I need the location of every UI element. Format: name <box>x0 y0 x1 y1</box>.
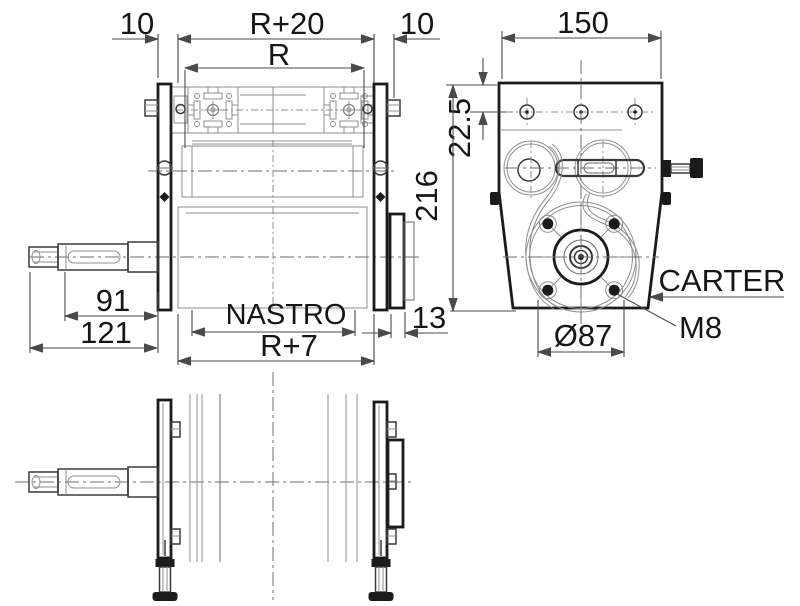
m8-bolts <box>538 214 624 300</box>
dim-m8: M8 <box>679 310 722 345</box>
mounting-holes <box>500 98 656 131</box>
dim-r-plus-7: R+7 <box>260 328 318 363</box>
dim-r: R <box>268 37 290 72</box>
dimensions-top: 10 R+20 R 10 <box>112 6 440 148</box>
dimension-13: 13 <box>362 300 448 338</box>
dimension-d87: Ø87 <box>536 300 626 357</box>
dim-diameter-87: Ø87 <box>554 318 613 353</box>
drive-roller <box>148 140 398 203</box>
belt-lines <box>192 140 352 145</box>
clamp-bolt <box>662 158 703 178</box>
plan-view <box>15 372 412 602</box>
belt-edge-lines <box>189 394 358 562</box>
label-carter: CARTER <box>648 263 786 302</box>
dimension-216: 216 <box>409 83 516 313</box>
dim-10-right: 10 <box>400 6 434 41</box>
housing-right-tab <box>662 192 671 205</box>
dim-r-plus-20: R+20 <box>250 6 325 41</box>
dim-13: 13 <box>412 300 446 335</box>
gearbox-plate-front <box>388 212 415 310</box>
dim-216: 216 <box>409 170 444 222</box>
front-view: 10 R+20 R 10 91 121 NASTRO R+7 <box>28 6 448 366</box>
dim-nastro: NASTRO <box>226 299 347 331</box>
output-hub <box>503 60 659 338</box>
crossbar-extrusion <box>171 86 375 134</box>
left-side-plate <box>144 82 173 312</box>
dimension-150: 150 <box>500 5 663 79</box>
housing-left-tab <box>490 192 499 205</box>
dimensions-belt: NASTRO R+7 <box>176 299 376 366</box>
dim-150: 150 <box>557 5 609 40</box>
dimensions-shaft: 91 121 <box>28 272 159 353</box>
dim-10-left: 10 <box>120 6 154 41</box>
dim-carter: CARTER <box>659 263 786 298</box>
tensioner-bosses <box>503 139 656 199</box>
right-side-plate <box>372 82 401 312</box>
dimension-22-5: 22.5 <box>442 58 506 158</box>
plan-left-plate <box>156 398 181 560</box>
lower-drum <box>30 206 420 313</box>
plan-right-plate <box>372 400 405 560</box>
label-m8: M8 <box>616 293 722 345</box>
carter-housing-outline <box>497 81 664 310</box>
dim-121: 121 <box>80 315 132 350</box>
dim-22-5: 22.5 <box>442 98 477 158</box>
dim-91: 91 <box>96 283 130 318</box>
plan-gearbox-housing <box>386 438 405 529</box>
side-view: 150 22.5 216 Ø87 M8 <box>409 5 785 357</box>
